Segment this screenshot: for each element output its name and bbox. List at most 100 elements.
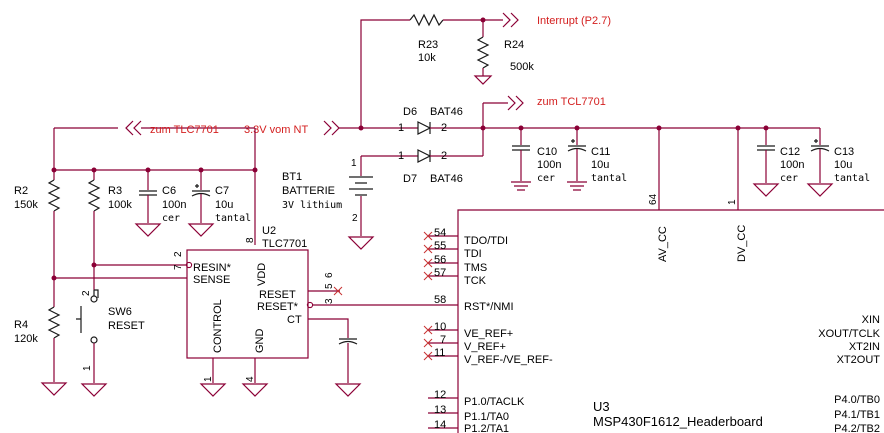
supply-label: 3.3V vom NT — [244, 124, 308, 136]
u2-pin-sense: SENSE — [193, 274, 230, 286]
u3-pin-p40: P4.0/TB0 — [834, 394, 880, 406]
u3-pinnum: 10 — [434, 321, 446, 333]
c6-value: 100n — [162, 199, 186, 211]
u3-pinnum: 7 — [440, 334, 446, 346]
u2-pin-resin: RESIN* — [193, 262, 232, 274]
r4-value: 120k — [14, 333, 38, 345]
u2-pin-reset-n: RESET* — [257, 301, 299, 313]
u3-pin-xout: XOUT/TCLK — [818, 328, 880, 340]
r24-value: 500k — [510, 61, 534, 73]
supervisor-left — [40, 120, 258, 397]
u3-pin-av-cc: AV_CC — [657, 226, 669, 262]
u3-pinnum: 13 — [434, 404, 446, 416]
d6-pin1: 1 — [398, 122, 404, 134]
d6-ref: D6 — [403, 106, 417, 118]
tcl-right-label: zum TCL7701 — [537, 96, 606, 108]
c13-value: 10u — [834, 159, 852, 171]
u2-pinnum-1: 1 — [203, 376, 214, 382]
u3-value: MSP430F1612_Headerboard — [593, 414, 763, 429]
c12-ref: C12 — [780, 146, 800, 158]
u3-pin-label: V_REF-/VE_REF- — [464, 354, 553, 366]
d6-pin2: 2 — [441, 122, 447, 134]
u2-value: TLC7701 — [262, 238, 307, 250]
u3-pinnum: 58 — [434, 294, 446, 306]
interrupt-label: Interrupt (P2.7) — [537, 15, 611, 27]
c7-type: tantal — [215, 213, 251, 224]
r24-ref: R24 — [504, 39, 524, 51]
u3-pinnum: 14 — [434, 419, 446, 431]
r23-ref: R23 — [418, 39, 438, 51]
u3-chip — [423, 209, 884, 433]
u3-pin-p42: P4.2/TB2 — [834, 423, 880, 433]
u2-pin-ct: CT — [287, 314, 302, 326]
u2-pinnum-3: 3 — [324, 298, 335, 304]
bt1-pin1: 1 — [351, 158, 357, 169]
u3-pin-label: P1.0/TACLK — [464, 396, 525, 408]
bt1-pin2: 2 — [352, 213, 358, 224]
u3-pin-label: P1.1/TA0 — [464, 411, 509, 423]
r3-value: 100k — [108, 199, 132, 211]
decoupling-right — [511, 125, 834, 210]
u2-pinnum-6: 6 — [324, 272, 335, 278]
c13-ref: C13 — [834, 146, 854, 158]
c11-type: tantal — [591, 173, 627, 184]
u3-pinnum: 57 — [434, 267, 446, 279]
c6-type: cer — [162, 213, 180, 224]
u2-pin-vdd: VDD — [256, 263, 268, 286]
u2-pin-gnd: GND — [254, 329, 266, 354]
u3-pin-label: P1.2/TA1 — [464, 423, 509, 433]
u2-pinnum-8: 8 — [245, 237, 256, 243]
u3-pin-xin: XIN — [862, 314, 880, 326]
u3-pinnum: 56 — [434, 254, 446, 266]
bt1-note: 3V lithium — [282, 200, 342, 211]
u3-pin-dv-cc: DV_CC — [736, 225, 748, 262]
u2-pinnum-5: 5 — [324, 283, 335, 289]
u3-pin-label: RST*/NMI — [464, 301, 514, 313]
u2-pin-control: CONTROL — [212, 299, 224, 353]
u3-pinnum-1: 1 — [727, 199, 738, 205]
d7-ref: D7 — [403, 173, 417, 185]
sw6-value: RESET — [108, 320, 145, 332]
u3-pin-xt2in: XT2IN — [849, 341, 880, 353]
u3-pin-label: TCK — [464, 275, 487, 287]
c11-value: 10u — [591, 159, 609, 171]
r3-ref: R3 — [108, 185, 122, 197]
u3-pin-label: TDO/TDI — [464, 235, 508, 247]
d7-value: BAT46 — [430, 173, 463, 185]
tlc-left-label: zum TLC7701 — [150, 124, 219, 136]
u2-ref: U2 — [262, 225, 276, 237]
u3-pinnum: 54 — [434, 227, 446, 239]
c13-type: tantal — [834, 173, 870, 184]
r4-ref: R4 — [14, 319, 28, 331]
u3-pin-label: TMS — [464, 262, 487, 274]
r2-ref: R2 — [14, 185, 28, 197]
c10-ref: C10 — [537, 146, 557, 158]
u3-ref: U3 — [593, 399, 610, 414]
c10-value: 100n — [537, 159, 561, 171]
bt1-ref: BT1 — [282, 171, 302, 183]
d7-pin2: 2 — [441, 150, 447, 162]
sw6-ref: SW6 — [108, 306, 132, 318]
u3-pin-label: V_REF+ — [464, 341, 506, 353]
c12-value: 100n — [780, 159, 804, 171]
u3-pin-label: TDI — [464, 248, 482, 260]
u2-chip — [186, 249, 458, 397]
bt1-value: BATTERIE — [282, 185, 335, 197]
u2-pin-reset: RESET — [259, 289, 296, 301]
c10-type: cer — [537, 173, 555, 184]
r2-value: 150k — [14, 199, 38, 211]
sw6-pin2: 2 — [81, 290, 92, 296]
u2-pinnum-7: 7 — [173, 264, 184, 270]
supply-section — [323, 95, 820, 250]
u3-pin-label: VE_REF+ — [464, 328, 513, 340]
u2-pinnum-2: 2 — [173, 251, 184, 257]
u3-pin-xt2out: XT2OUT — [837, 354, 881, 366]
c11-ref: C11 — [591, 146, 610, 158]
c7-ref: C7 — [215, 185, 229, 197]
interrupt-divider — [360, 12, 519, 128]
u3-pin-p41: P4.1/TB1 — [834, 409, 880, 421]
c12-type: cer — [780, 173, 798, 184]
c6-ref: C6 — [162, 185, 176, 197]
u3-pinnum-64: 64 — [648, 193, 659, 205]
